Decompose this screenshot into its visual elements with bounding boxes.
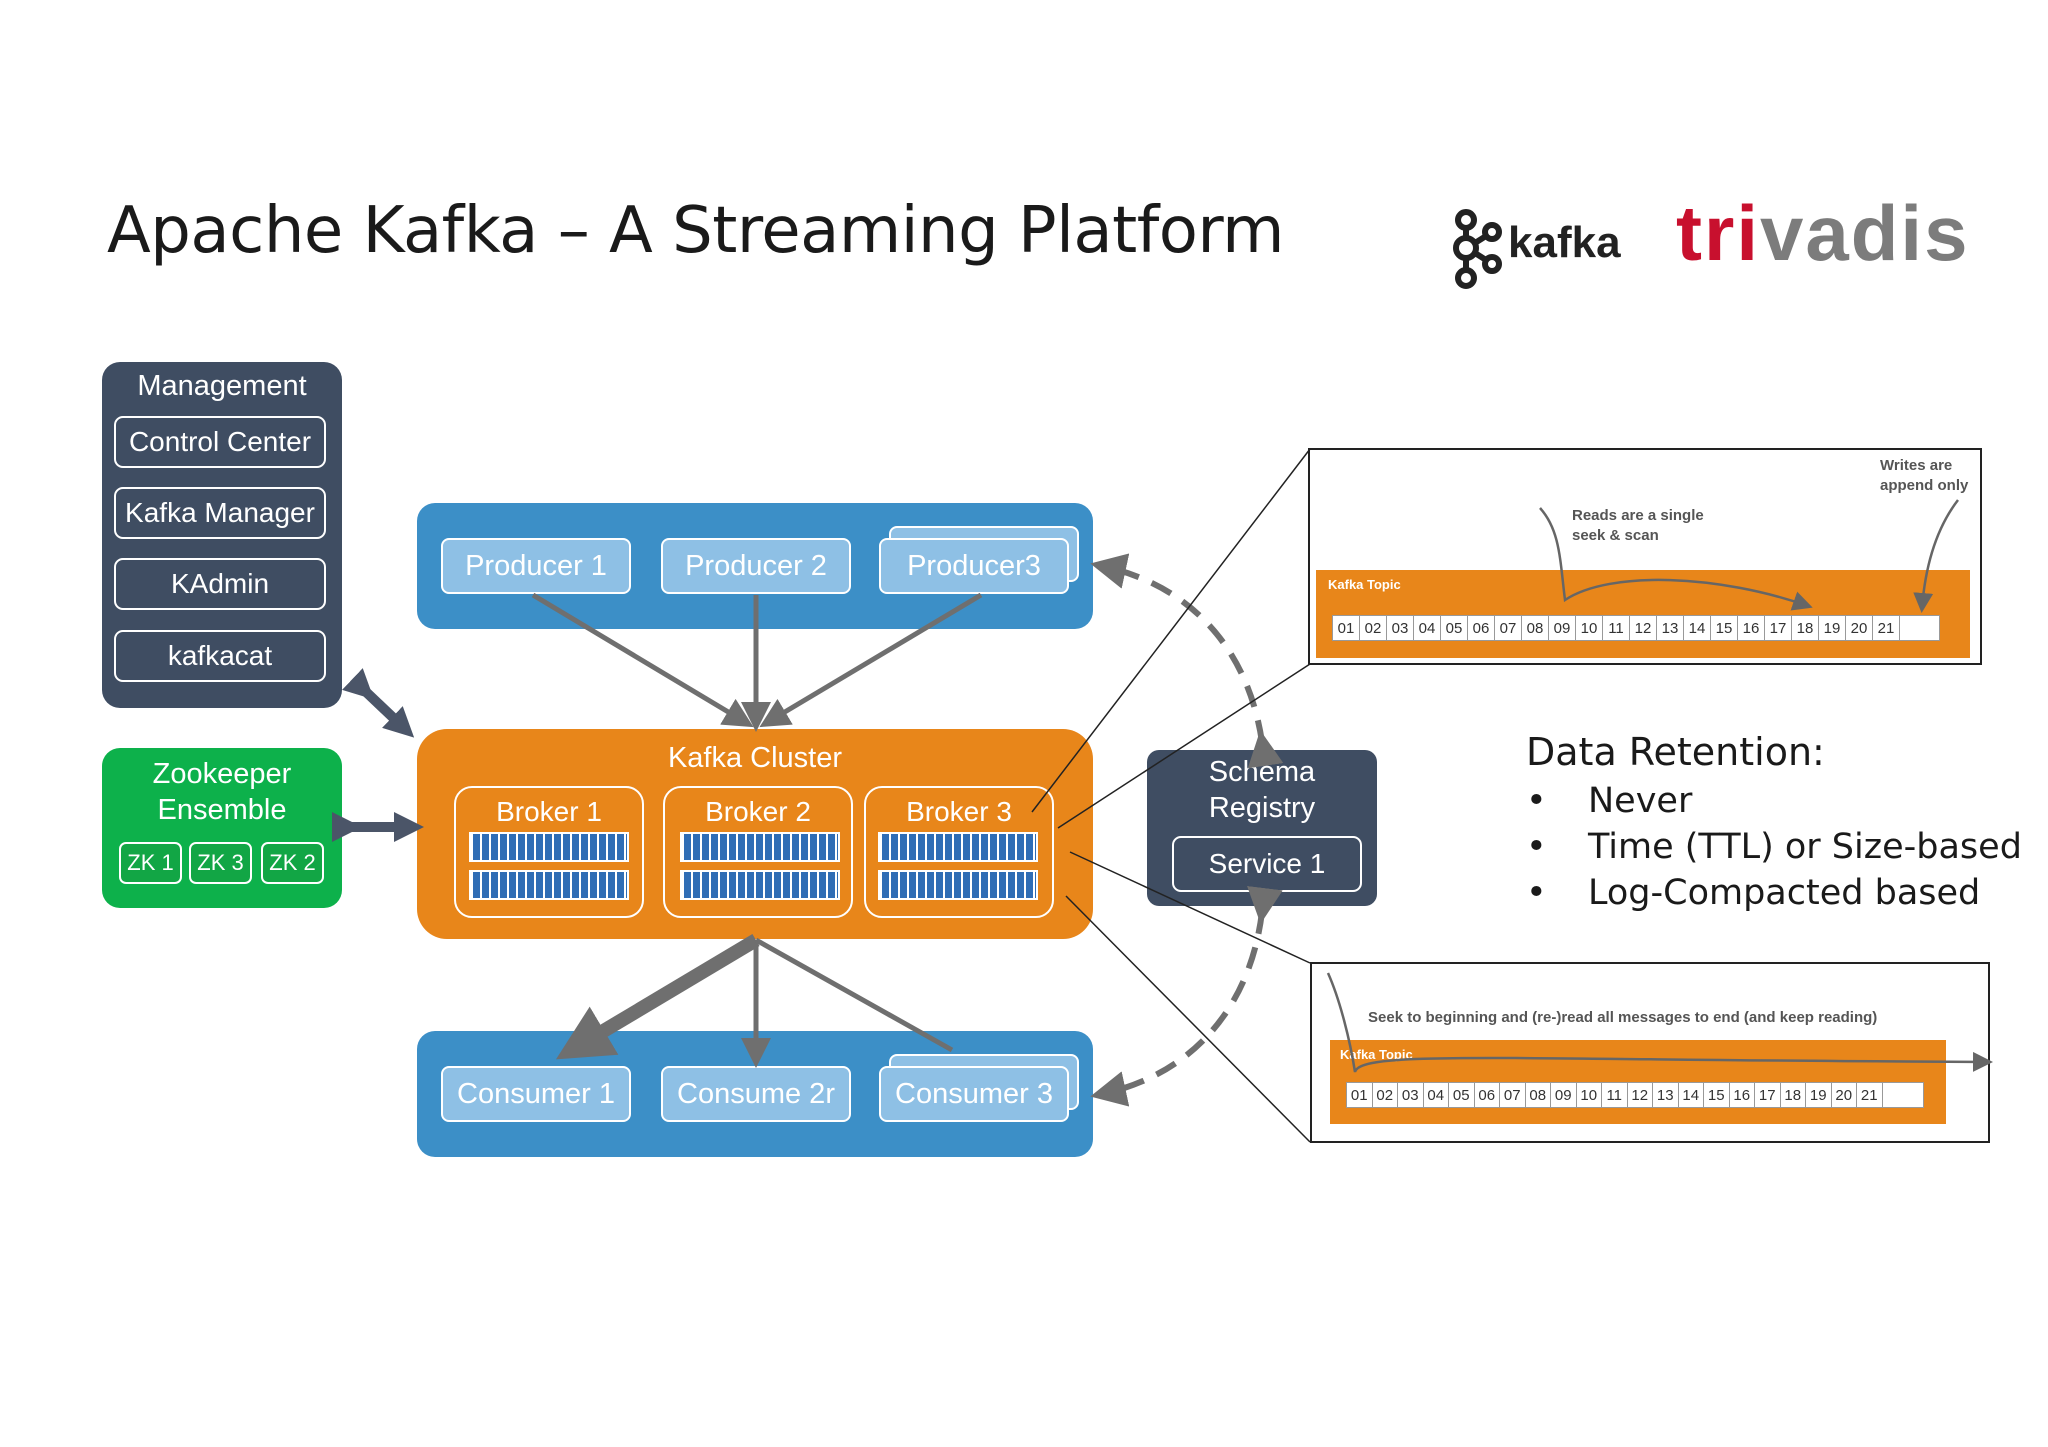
topic-cell: 11 — [1602, 1083, 1628, 1107]
retention-item-never: •Never — [1526, 781, 1693, 821]
topic-cell: 20 — [1846, 616, 1873, 640]
topic-cell: 21 — [1857, 1083, 1883, 1107]
broker-3-partition-b — [878, 870, 1038, 900]
replay-arrow — [1326, 972, 1993, 1073]
topic-cell: 16 — [1738, 616, 1765, 640]
topic-cell: 09 — [1551, 1083, 1577, 1107]
kadmin-button[interactable]: KAdmin — [114, 558, 326, 610]
topic-cell: 13 — [1657, 616, 1684, 640]
topic-cell: 12 — [1628, 1083, 1653, 1107]
seek-beginning-note: Seek to beginning and (re-)read all mess… — [1368, 1009, 1878, 1026]
zk-node-2[interactable]: ZK 2 — [261, 842, 324, 884]
topic-label-top: Kafka Topic — [1328, 577, 1401, 592]
kafka-logo-icon — [1453, 209, 1502, 289]
zk-node-1[interactable]: ZK 1 — [119, 842, 182, 884]
trivadis-logo: trivadis — [1676, 189, 1970, 277]
topic-label-bottom: Kafka Topic — [1340, 1047, 1413, 1062]
topic-cell: 19 — [1819, 616, 1846, 640]
broker-1[interactable] — [454, 786, 644, 918]
consumer-3-button[interactable]: Consumer 3 — [879, 1066, 1069, 1122]
topic-cell: 14 — [1684, 616, 1711, 640]
producer-3-arrow — [759, 592, 983, 728]
consumer-2-button[interactable]: Consume 2r — [661, 1066, 851, 1122]
broker-2-label: Broker 2 — [705, 796, 811, 827]
broker-2-partition-a — [680, 832, 840, 862]
topic-bar-top — [1316, 570, 1970, 658]
topic-cell: 20 — [1832, 1083, 1857, 1107]
topic-cell: 17 — [1755, 1083, 1781, 1107]
broker-1-partition-b — [469, 870, 629, 900]
topic-cell: 12 — [1630, 616, 1657, 640]
topic-cell: 07 — [1495, 616, 1522, 640]
broker-1-partition-a — [469, 832, 629, 862]
management-title: Management — [137, 370, 307, 402]
topic-cell: 14 — [1679, 1083, 1704, 1107]
topic-cell: 05 — [1449, 1083, 1475, 1107]
broker-3[interactable] — [864, 786, 1054, 918]
topic-cell: 01 — [1333, 616, 1360, 640]
control-center-button[interactable]: Control Center — [114, 416, 326, 468]
topic-cell: 08 — [1522, 616, 1549, 640]
kafka-manager-button[interactable]: Kafka Manager — [114, 487, 326, 539]
schema-producer-dashed-arrow — [1090, 553, 1284, 769]
topic-cell: 18 — [1781, 1083, 1806, 1107]
topic-cell: 04 — [1424, 1083, 1449, 1107]
writes-arrow — [1913, 499, 1959, 613]
broker-1-label: Broker 1 — [496, 796, 602, 827]
topic-cell: 06 — [1475, 1083, 1500, 1107]
producer-3-button[interactable]: Producer3 — [879, 538, 1069, 594]
topic-cell: 10 — [1577, 1083, 1602, 1107]
retention-item-time-size: •Time (TTL) or Size-based — [1526, 827, 2022, 867]
management-link-arrow — [342, 668, 415, 738]
topic-cell: 09 — [1549, 616, 1576, 640]
topic-cell: 08 — [1526, 1083, 1551, 1107]
producer-1-arrow — [531, 592, 754, 728]
topic-cell: 19 — [1806, 1083, 1832, 1107]
topic-cell: 01 — [1347, 1083, 1373, 1107]
topic-cell: 05 — [1441, 616, 1468, 640]
consumer-1-arrow — [555, 933, 760, 1060]
topic-cell: 02 — [1373, 1083, 1398, 1107]
kafkacat-button[interactable]: kafkacat — [114, 630, 326, 682]
topic-cell: 07 — [1500, 1083, 1526, 1107]
data-retention-heading: Data Retention: — [1526, 730, 1825, 774]
consumer-1-button[interactable]: Consumer 1 — [441, 1066, 631, 1122]
topic-cell: 02 — [1360, 616, 1387, 640]
broker-2-partition-b — [680, 870, 840, 900]
consumer-3-arrow — [754, 937, 954, 1053]
topic-cell: 18 — [1792, 616, 1819, 640]
topic-cell: 17 — [1765, 616, 1792, 640]
topic-cell: 10 — [1576, 616, 1603, 640]
topic-cell: 13 — [1653, 1083, 1679, 1107]
topic-cell: 03 — [1387, 616, 1414, 640]
broker-3-label: Broker 3 — [906, 796, 1012, 827]
schema-consumer-dashed-arrow — [1090, 885, 1283, 1107]
schema-registry-panel — [1147, 750, 1377, 906]
kafka-cluster-title: Kafka Cluster — [667, 742, 843, 774]
reads-arrow — [1539, 507, 1813, 611]
producer-1-button[interactable]: Producer 1 — [441, 538, 631, 594]
page-title: Apache Kafka – A Streaming Platform — [107, 194, 1284, 268]
topic-cell: 16 — [1730, 1083, 1755, 1107]
topic-cell: 04 — [1414, 616, 1441, 640]
topic-cell: 03 — [1398, 1083, 1424, 1107]
broker-3-partition-a — [878, 832, 1038, 862]
topic-cell: 06 — [1468, 616, 1495, 640]
topic-cell: 21 — [1873, 616, 1900, 640]
management-panel — [102, 362, 342, 708]
topic-cell: 15 — [1704, 1083, 1730, 1107]
retention-item-log-compacted: •Log-Compacted based — [1526, 873, 1981, 913]
zk-node-3[interactable]: ZK 3 — [189, 842, 252, 884]
topic-cell: 11 — [1603, 616, 1630, 640]
kafka-logo-text: kafka — [1508, 218, 1621, 267]
broker-2[interactable] — [663, 786, 853, 918]
producer-2-button[interactable]: Producer 2 — [661, 538, 851, 594]
topic-cell: 15 — [1711, 616, 1738, 640]
